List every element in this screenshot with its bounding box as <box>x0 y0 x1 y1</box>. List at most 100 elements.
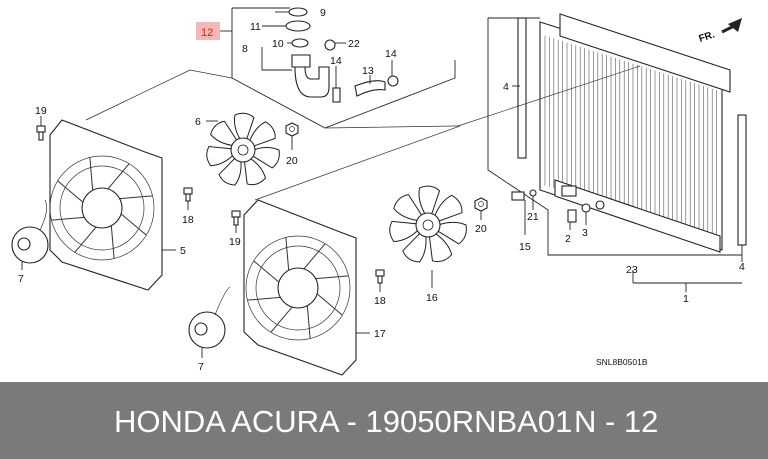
label-21: 21 <box>527 211 539 223</box>
part-7a-fan-motor <box>11 199 49 264</box>
label-14b: 14 <box>385 48 397 60</box>
callout-12[interactable]: 12 <box>196 22 220 40</box>
fan-hub-center <box>237 144 249 156</box>
radiator-core <box>539 13 731 253</box>
part-7b-fan-motor <box>188 286 231 349</box>
shroud-spoke <box>315 275 349 280</box>
part-19b-bolt <box>231 210 241 226</box>
fan-blade <box>435 221 467 245</box>
part-17-fan-shroud <box>243 199 357 376</box>
part-2-drain-plug <box>567 209 577 223</box>
part-21-sensor <box>511 191 525 201</box>
shroud-spoke <box>107 163 130 190</box>
part-18a-bolt <box>183 187 193 202</box>
shroud-spoke <box>306 305 311 339</box>
label-2: 2 <box>565 233 571 245</box>
label-4a: 4 <box>503 81 509 93</box>
label-10: 10 <box>272 38 284 50</box>
shroud-spoke <box>270 306 293 333</box>
fan-blade <box>243 157 266 186</box>
shroud-spoke <box>51 216 85 221</box>
label-8: 8 <box>242 43 248 55</box>
part-18b-bolt <box>375 269 385 284</box>
label-9: 9 <box>320 7 326 19</box>
part-number-title: HONDA ACURA - 19050RNBA01 <box>114 404 573 439</box>
radiator-upper-tank <box>559 13 731 93</box>
label-20a: 20 <box>286 155 298 167</box>
label-13: 13 <box>362 65 374 77</box>
radiator-outlet <box>561 185 577 197</box>
part-19a-bolt <box>36 125 46 141</box>
part-4a-cushion <box>517 17 527 159</box>
part-20b-nut <box>474 197 488 212</box>
part-14a-clamp <box>332 87 341 103</box>
part-3-oring <box>581 203 591 213</box>
fan-blade <box>393 194 424 222</box>
front-direction-label: FR. <box>698 29 717 45</box>
label-3: 3 <box>582 227 588 239</box>
part-5-fan-shroud <box>49 119 163 291</box>
part-10-seal <box>291 38 309 48</box>
radiator-lower-tank <box>554 179 721 253</box>
label-16: 16 <box>426 292 438 304</box>
label-18a: 18 <box>182 214 194 226</box>
part-16-fan-blade <box>389 185 467 263</box>
footer-bar: HONDA ACURA - 19050RNBA01 N - 12 <box>0 382 768 459</box>
part-14b-clamp <box>387 75 399 87</box>
shroud-spoke <box>120 213 147 236</box>
fan-blade <box>433 194 463 223</box>
label-11: 11 <box>250 21 261 33</box>
exploded-parts-diagram: 12 <box>11 7 747 376</box>
fan-blade <box>233 112 255 142</box>
shroud-spoke <box>89 157 94 191</box>
reservoir-tank <box>294 66 330 98</box>
label-1: 1 <box>683 293 689 305</box>
label-6: 6 <box>195 116 201 128</box>
fan-blade <box>248 121 276 148</box>
shroud-spoke <box>57 180 84 203</box>
radiator-group-outline <box>487 18 742 256</box>
reservoir-neck <box>291 54 311 68</box>
shroud-spoke <box>285 237 290 271</box>
shroud-spoke <box>110 225 115 259</box>
fan-blade <box>389 220 420 242</box>
fan-blade <box>428 232 453 263</box>
shroud-spoke <box>253 260 280 283</box>
diagram-area: 12 <box>11 7 747 376</box>
label-19a: 19 <box>35 105 47 117</box>
part-9-seal <box>288 7 308 17</box>
label-7a: 7 <box>18 273 24 285</box>
label-23: 23 <box>626 264 638 276</box>
part-4b-cushion <box>737 114 747 246</box>
label-22: 22 <box>348 38 360 50</box>
callout-12-label: 12 <box>201 27 213 39</box>
shroud-spoke <box>74 226 97 253</box>
fan-blade <box>218 156 242 186</box>
shroud-spoke <box>303 243 326 270</box>
fan-blade <box>418 185 441 217</box>
diagram-code: SNL8B0501B <box>596 357 648 367</box>
shroud-spoke <box>247 296 281 301</box>
fan-blade <box>206 146 235 167</box>
fan-hub-center <box>422 219 434 231</box>
fan-blade <box>402 231 427 263</box>
fan-blade <box>250 146 280 169</box>
label-18b: 18 <box>374 295 386 307</box>
label-7b: 7 <box>198 361 204 373</box>
radiator-fins <box>544 35 717 241</box>
callout-12-box <box>196 22 220 40</box>
label-19b: 19 <box>229 236 241 248</box>
label-15: 15 <box>519 241 531 253</box>
part-20a-nut <box>285 122 299 137</box>
label-5: 5 <box>180 245 186 257</box>
diagram-reference: N - 12 <box>574 404 659 439</box>
label-17: 17 <box>374 328 386 340</box>
part-6-fan-blade <box>206 112 280 186</box>
front-direction-indicator: FR. <box>698 18 742 45</box>
part-22-bolt <box>324 39 336 51</box>
label-14a: 14 <box>330 55 342 67</box>
part-13-hose <box>354 80 386 97</box>
label-20b: 20 <box>475 223 487 235</box>
fan-blade <box>210 120 239 147</box>
